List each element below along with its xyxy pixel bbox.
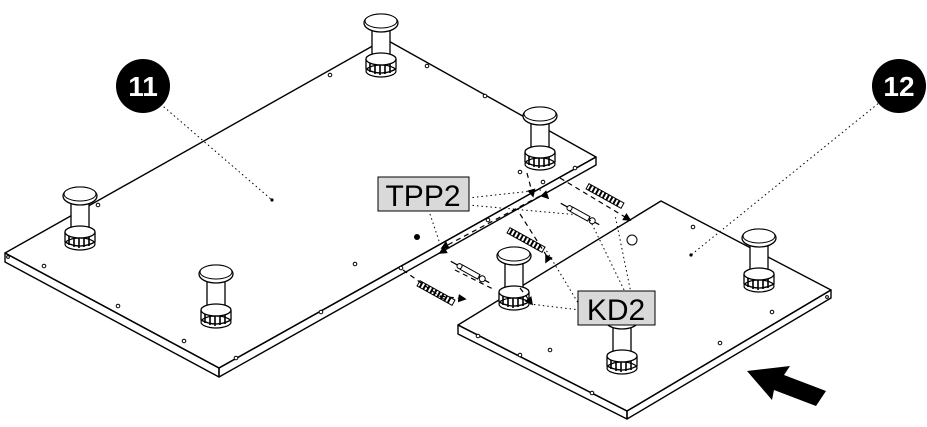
part-badge-12: 12 bbox=[872, 59, 926, 113]
dowel bbox=[585, 182, 625, 210]
pin-code: TPP2 bbox=[385, 180, 460, 213]
panel-right bbox=[457, 200, 832, 420]
cam-code: KD2 bbox=[587, 294, 645, 327]
panel-right-holes bbox=[475, 224, 829, 396]
leveler-foot bbox=[496, 246, 532, 311]
leveler-foot bbox=[198, 264, 234, 329]
part-badge-11: 11 bbox=[116, 59, 170, 113]
leveler-foot bbox=[741, 228, 777, 293]
leveler-foot bbox=[62, 186, 98, 251]
part-number-12: 12 bbox=[883, 71, 914, 102]
hardware-label-tpp2: TPP2 bbox=[377, 176, 470, 213]
hardware-label-kd2: KD2 bbox=[577, 290, 656, 327]
push-direction-arrow bbox=[747, 366, 826, 406]
leveler-foot bbox=[363, 13, 399, 78]
connector-pin bbox=[558, 200, 602, 228]
connector-pin bbox=[448, 258, 492, 286]
callout-lines bbox=[149, 94, 886, 311]
leveler-foot bbox=[522, 106, 558, 171]
part-number-11: 11 bbox=[128, 71, 158, 102]
hardware-group bbox=[402, 172, 632, 307]
panel-left bbox=[4, 13, 597, 378]
panel-left-holes bbox=[6, 63, 578, 361]
